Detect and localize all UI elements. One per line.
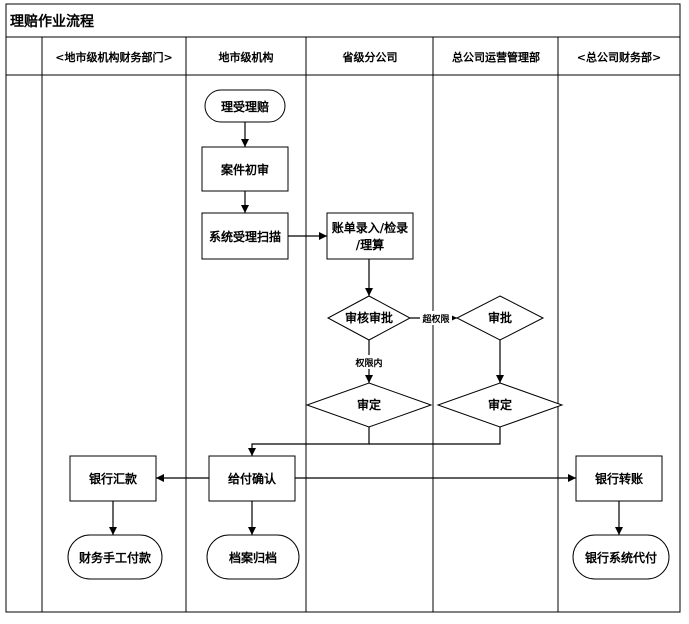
node-bill-entry-label-line1: 账单录入/检录 (332, 220, 408, 235)
node-decide-province-label: 审定 (357, 397, 381, 412)
node-bank-remit-label: 银行汇款 (89, 471, 138, 486)
node-initial-review-label: 案件初审 (220, 162, 269, 177)
node-decide-hq-label: 审定 (488, 397, 512, 412)
node-bank-transfer (575, 455, 663, 502)
node-bank-system-pay-label: 银行系统代付 (585, 550, 657, 565)
node-receive-claim-label: 理受理赔 (221, 99, 269, 114)
edge-label-over-limit: 超权限 (421, 313, 450, 325)
diagram-title: 理赔作业流程 (10, 13, 94, 30)
lane-header-hq-finance: <总公司财务部> (577, 50, 661, 64)
node-bank-system-pay (572, 534, 670, 580)
lane-header-city-finance: <地市级机构财务部门> (55, 50, 172, 64)
node-archive-label: 档案归档 (229, 550, 277, 565)
node-bill-entry (326, 212, 414, 260)
edge-decide-to-payment (248, 427, 370, 456)
node-system-scan (201, 212, 289, 260)
node-system-scan-label: 系统受理扫描 (209, 229, 281, 244)
edge-label-over-limit-bg (420, 311, 452, 325)
lane-header-province: 省级分公司 (342, 50, 398, 64)
edge-label-within-limit-bg (351, 355, 387, 369)
lane-header-city-branch: 地市级机构 (219, 50, 274, 64)
edge-label-within-limit: 权限内 (354, 357, 382, 369)
diagram-frame (5, 3, 681, 613)
node-bank-transfer-label: 银行转账 (595, 471, 643, 486)
node-manual-payment-label: 财务手工付款 (78, 550, 152, 565)
node-review-approve-label: 审核审批 (345, 310, 393, 325)
node-approve-label: 审批 (488, 310, 512, 325)
node-payment-confirm-label: 给付确认 (228, 471, 277, 486)
lane-header-hq-operations: 总公司运营管理部 (452, 50, 540, 64)
node-archive (206, 534, 300, 580)
node-bill-entry-label-line2: /理算 (356, 237, 384, 252)
node-manual-payment (67, 534, 163, 580)
edge-decide-hq-return (369, 427, 501, 445)
